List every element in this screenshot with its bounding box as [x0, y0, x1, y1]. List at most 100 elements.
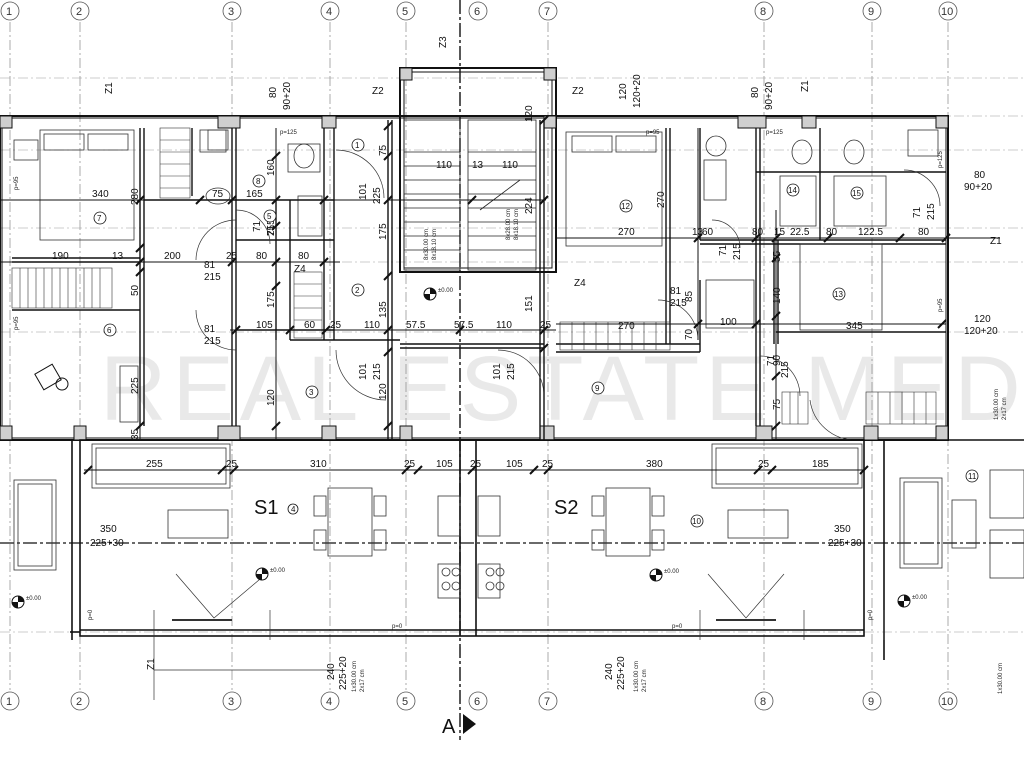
dim-top-4: 120+20 [632, 74, 643, 108]
dim-v-17: 224 [524, 197, 535, 214]
dim-v-5: 35 [130, 428, 141, 440]
dim-top-6: 90+20 [764, 81, 775, 110]
dim-row1-7: 270 [618, 227, 635, 238]
window-note-6: 2x17 cm [642, 669, 648, 692]
opening-mark-11: p=125 [938, 150, 944, 168]
dim-top-1: 80 [268, 86, 279, 98]
door-1-height: 215 [204, 272, 221, 283]
opening-mark-4: p=125 [766, 130, 784, 136]
room-numbers: 1 2 3 4 5 6 7 8 9 10 11 12 13 14 15 [97, 141, 977, 526]
dim-v-18: 151 [524, 295, 535, 312]
door-5-width: 101 [358, 363, 369, 380]
stair-note-2: 8x18.10 cm [432, 229, 438, 260]
space-label-s1: S1 [254, 497, 278, 519]
dim-v-7: 75 [266, 224, 277, 236]
axis-label-9-bottom: 9 [868, 696, 874, 708]
dim-bottom-3: 350 [834, 524, 851, 535]
space-label-s2: S2 [554, 497, 578, 519]
axis-label-5: 5 [402, 6, 408, 18]
dim-row2-1: 190 [52, 251, 69, 262]
dim-v-6: 160 [266, 159, 277, 176]
dimensions-row2: 190 13 200 25 80 80 270 100 [52, 251, 737, 332]
dimension-ticks [83, 115, 951, 475]
dim-row1-10: 80 [752, 227, 764, 238]
axis-label-6-bottom: 6 [474, 696, 480, 708]
dim-row4-4: 25 [404, 459, 416, 470]
dim-v-stair-top: 120 [524, 105, 535, 122]
level-mark-2: ±0.00 [270, 568, 286, 574]
door-2-height: 215 [204, 336, 221, 347]
section-marker-label: A [442, 716, 456, 738]
axis-label-9: 9 [868, 6, 874, 18]
dimensions-bottom: 350 225+30 350 225+30 240 225+20 240 225… [90, 524, 862, 690]
dim-v-15: 175 [378, 223, 389, 240]
axis-label-3-bottom: 3 [228, 696, 234, 708]
room-14: 14 [788, 186, 797, 195]
dim-row4-3: 310 [310, 459, 327, 470]
room-7: 7 [97, 214, 102, 223]
dim-v-10: 135 [378, 301, 389, 318]
grid-labels-top: 1 2 3 4 5 6 7 8 9 10 [6, 6, 953, 18]
dim-row2-4: 25 [226, 251, 238, 262]
dim-bottom-4: 225+30 [828, 538, 862, 549]
dim-row3-10: 345 [846, 321, 863, 332]
dim-v-11: 120 [266, 389, 277, 406]
door-4-height: 225 [372, 187, 383, 204]
dim-row3-4: 110 [364, 320, 380, 331]
axis-label-5-bottom: 5 [402, 696, 408, 708]
room-4: 4 [291, 505, 296, 514]
axis-label-4: 4 [326, 6, 332, 18]
grid-bubbles-bottom [0, 691, 958, 711]
level-mark-labels: ±0.00 ±0.00 ±0.00 ±0.00 ±0.00 [26, 288, 928, 602]
dim-v-9: 175 [266, 291, 277, 308]
dim-v-26: 75 [772, 398, 783, 410]
dim-row3-3: 25 [330, 320, 342, 331]
dim-row1-13: 80 [826, 227, 838, 238]
door-6-height: 215 [506, 363, 517, 380]
room-1: 1 [355, 141, 360, 150]
wardrobes [11, 127, 937, 425]
room-6: 6 [107, 326, 112, 335]
axis-label-1: 1 [6, 6, 12, 18]
dim-row2-7: 270 [618, 321, 635, 332]
room-12: 12 [621, 202, 630, 211]
dim-row1-15: 80 [918, 227, 930, 238]
room-2: 2 [355, 286, 360, 295]
door-8-height: 215 [670, 298, 687, 309]
wall-label-z1-right: Z1 [990, 236, 1002, 247]
level-mark-fills [12, 288, 910, 608]
dim-top-3: 120 [618, 83, 629, 100]
grid-bubbles-top [0, 1, 958, 21]
door-7-width: 71 [718, 244, 729, 256]
wall-label-z1-top-left: Z1 [104, 82, 115, 94]
dim-side-4: 120+20 [964, 326, 998, 337]
stair-note-1: 8x30.00 cm [424, 229, 430, 260]
dim-row1-14: 122.5 [858, 227, 883, 238]
window-note-3: 1x30.00 cm [352, 661, 358, 692]
dim-v-4: 225 [130, 377, 141, 394]
stairs-left [403, 119, 461, 271]
dim-row1-3: 165 [246, 189, 263, 200]
axis-label-2: 2 [76, 6, 82, 18]
level-mark-5: ±0.00 [912, 595, 928, 601]
dimensions-row3: 105 60 25 110 57.5 57.5 110 25 345 [256, 320, 863, 332]
opening-mark-8: p=0 [392, 624, 403, 630]
door-3-width: 71 [252, 220, 263, 232]
dim-bottom-5: 240 [326, 663, 337, 680]
stair-note-3: 8x28.00 cm [506, 209, 512, 240]
dim-row1-9: 60 [702, 227, 714, 238]
door-7-height: 215 [732, 243, 743, 260]
dim-row3-6: 57.5 [454, 320, 474, 331]
dim-bottom-1: 350 [100, 524, 117, 535]
window-note-7: 1x30.00 cm [998, 663, 1004, 694]
opening-mark-6: p=95 [938, 298, 944, 312]
dim-v-20: 270 [656, 191, 667, 208]
dim-row2-8: 100 [720, 317, 737, 328]
room-10: 10 [692, 517, 701, 526]
door-9-height: 215 [926, 203, 937, 220]
dimensions-row4: 255 25 310 25 105 25 105 25 380 25 185 [146, 459, 829, 470]
opening-mark-7: p=0 [88, 609, 94, 620]
room-15: 15 [852, 189, 861, 198]
room-5: 5 [267, 212, 272, 221]
